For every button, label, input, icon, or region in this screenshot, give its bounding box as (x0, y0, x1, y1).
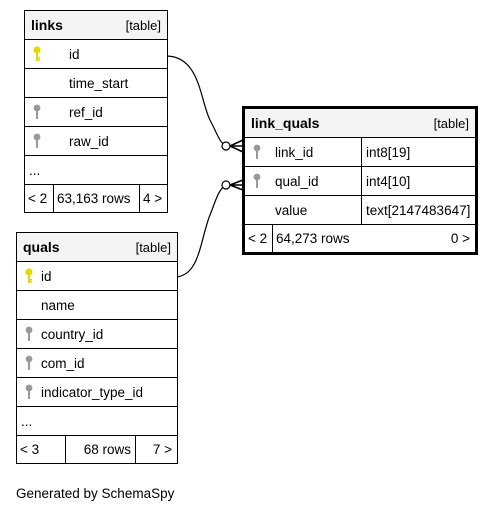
column-row[interactable]: value text[2147483647] (245, 196, 475, 225)
column-name: indicator_type_id (41, 384, 144, 400)
column-row[interactable]: ref_id (25, 98, 167, 127)
row-count: 63,163 rows (53, 185, 139, 212)
column-type: int8[19] (361, 138, 475, 166)
child-count[interactable]: 7 > (135, 436, 177, 463)
column-name: ref_id (69, 104, 103, 120)
column-name: raw_id (69, 133, 109, 149)
column-name: name (41, 297, 75, 313)
table-kind: [table] (125, 17, 161, 33)
edge-crowfoot (229, 179, 244, 191)
column-name: link_id (275, 144, 314, 160)
table-name: links (31, 17, 63, 33)
column-row[interactable]: indicator_type_id (17, 378, 177, 407)
column-name: value (275, 202, 308, 218)
edge-links-to-link-quals (165, 55, 229, 147)
column-name: id (41, 268, 52, 284)
column-name: id (69, 46, 80, 62)
column-name: qual_id (275, 173, 319, 189)
column-row[interactable]: time_start (25, 69, 167, 98)
row-count: 68 rows (65, 436, 135, 463)
table-kind: [table] (135, 239, 171, 255)
primary-key-icon (17, 268, 41, 284)
column-type: int4[10] (361, 167, 475, 195)
more-columns-ellipsis: ... (25, 156, 167, 185)
parent-count[interactable]: < 2 (248, 231, 268, 246)
table-header: links [table] (25, 11, 167, 40)
foreign-key-icon (245, 144, 269, 160)
table-link-quals[interactable]: link_quals [table] link_id int8[19] qual… (242, 106, 478, 255)
column-name: com_id (41, 355, 85, 371)
foreign-key-icon (17, 326, 41, 342)
more-columns-ellipsis: ... (17, 407, 177, 436)
foreign-key-icon (25, 133, 49, 149)
table-kind: [table] (433, 115, 469, 131)
table-quals[interactable]: quals [table] id name country_id com_id … (16, 232, 178, 464)
foreign-key-icon (25, 104, 49, 120)
column-name: country_id (41, 326, 104, 342)
table-header: quals [table] (17, 233, 177, 262)
column-row[interactable]: country_id (17, 320, 177, 349)
column-row[interactable]: qual_id int4[10] (245, 167, 475, 196)
parent-count[interactable]: < 3 (20, 442, 40, 457)
primary-key-icon (25, 46, 49, 62)
table-footer: < 2 63,163 rows 4 > (25, 185, 167, 212)
child-count[interactable]: 0 > (450, 231, 470, 246)
column-row[interactable]: name (17, 291, 177, 320)
table-name: link_quals (251, 115, 320, 131)
foreign-key-icon (17, 355, 41, 371)
child-count[interactable]: 4 > (139, 185, 167, 212)
parent-count[interactable]: < 2 (28, 191, 48, 206)
table-links[interactable]: links [table] id time_start ref_id raw_i… (24, 10, 168, 213)
edge-quals-to-link-quals (175, 184, 227, 278)
foreign-key-icon (17, 384, 41, 400)
table-footer: < 2 64,273 rows 0 > (245, 225, 475, 252)
column-row[interactable]: com_id (17, 349, 177, 378)
row-count: 64,273 rows (272, 225, 362, 252)
column-row[interactable]: raw_id (25, 127, 167, 156)
edge-crowfoot (229, 139, 244, 153)
edge-endpoint-circle (221, 141, 231, 151)
table-header: link_quals [table] (245, 109, 475, 138)
foreign-key-icon (245, 173, 269, 189)
generated-by-label: Generated by SchemaSpy (16, 486, 175, 501)
column-row[interactable]: id (25, 40, 167, 69)
column-row[interactable]: link_id int8[19] (245, 138, 475, 167)
table-footer: < 3 68 rows 7 > (17, 436, 177, 463)
column-row[interactable]: id (17, 262, 177, 291)
edge-endpoint-circle (221, 180, 231, 190)
column-name: time_start (69, 75, 129, 91)
table-name: quals (23, 239, 60, 255)
column-type: text[2147483647] (361, 196, 475, 224)
